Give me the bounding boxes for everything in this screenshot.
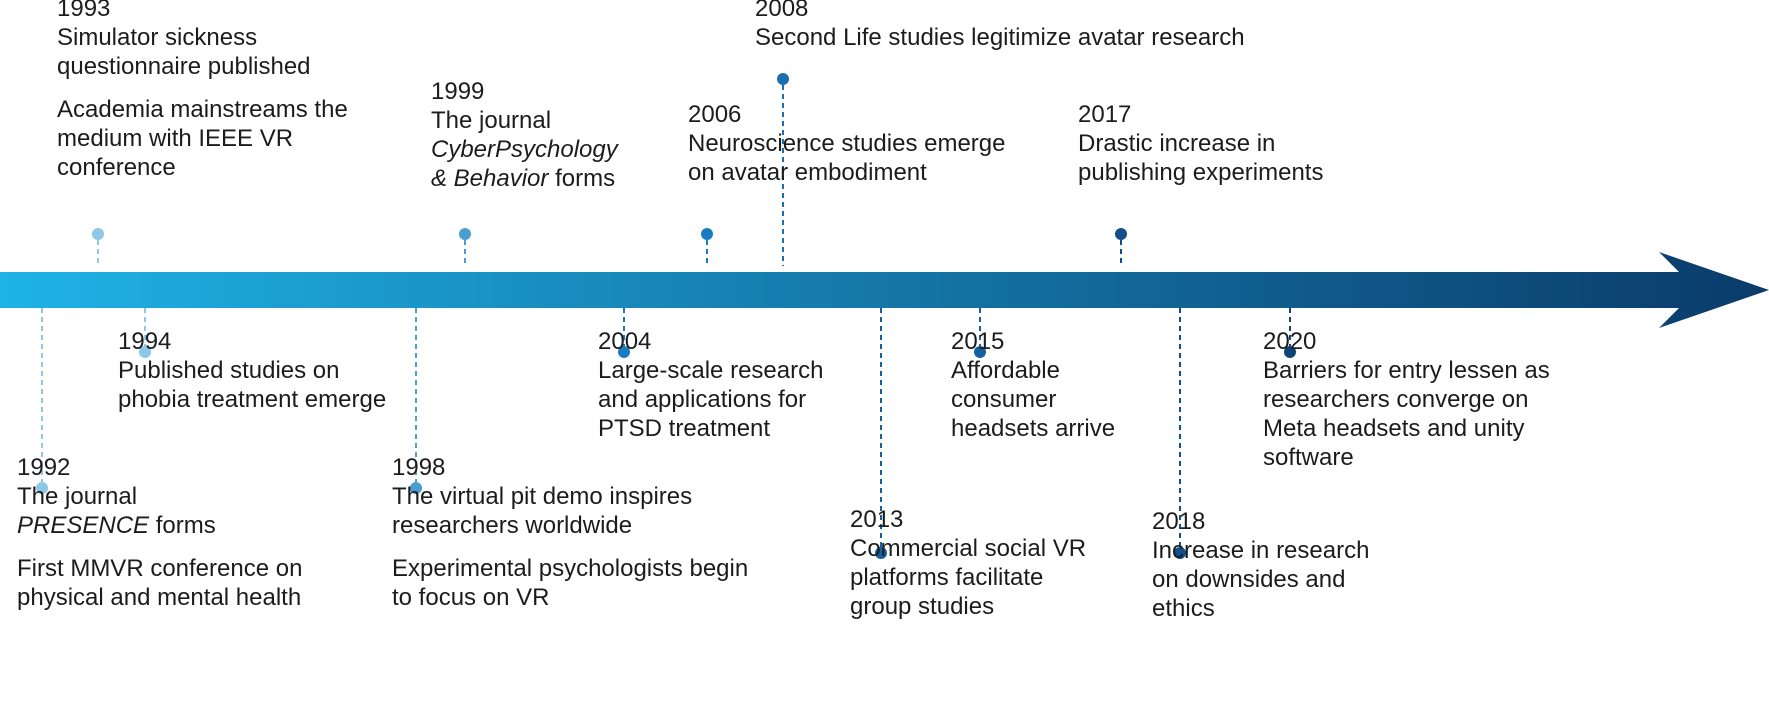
event-year: 2006 [688, 101, 742, 128]
event-text-line: publishing experiments [1078, 159, 1324, 186]
event-dot-2020 [1284, 346, 1296, 358]
event-text-line: group studies [850, 593, 995, 620]
event-text-line: software [1263, 444, 1354, 471]
event-year: 2015 [951, 328, 1005, 355]
event-1999: 1999 The journal CyberPsychology & Behav… [431, 77, 618, 193]
event-text-line: physical and mental health [17, 584, 302, 611]
event-text-line: platforms facilitate [850, 564, 1044, 591]
event-2018: 2018 Increase in research on downsides a… [1152, 507, 1369, 623]
event-text-line: and applications for [598, 386, 807, 413]
timeline-arrow [0, 252, 1769, 328]
event-text-line: on avatar embodiment [688, 159, 927, 186]
event-year: 1993 [57, 0, 111, 22]
event-year: 1999 [431, 78, 485, 105]
event-dot-2013 [875, 547, 887, 559]
event-1998: 1998 The virtual pit demo inspires resea… [392, 453, 748, 612]
event-dot-2015 [974, 346, 986, 358]
event-year: 2017 [1078, 101, 1132, 128]
event-text-line: CyberPsychology [431, 135, 618, 164]
event-text-line: The journal [17, 483, 138, 510]
event-text-line: PTSD treatment [598, 415, 771, 442]
connector-group [36, 73, 1296, 559]
event-text-line: on downsides and [1152, 566, 1346, 593]
event-text-line: Drastic increase in [1078, 130, 1276, 157]
event-text-line: Increase in research [1152, 537, 1370, 564]
event-text-line: Academia mainstreams the [57, 96, 348, 123]
event-text-line: Barriers for entry lessen as [1263, 357, 1550, 384]
event-text-line: medium with IEEE VR [57, 125, 294, 152]
event-dot-1999 [459, 228, 471, 240]
event-text-line: Simulator sickness [57, 24, 258, 51]
event-year: 1998 [392, 454, 446, 481]
event-text-line: The virtual pit demo inspires [392, 483, 693, 510]
event-dot-1993 [92, 228, 104, 240]
event-year: 2008 [755, 0, 809, 22]
event-dot-2008 [777, 73, 789, 85]
event-text-line: researchers worldwide [392, 512, 633, 539]
event-2008: 2008 Second Life studies legitimize avat… [755, 0, 1245, 52]
event-text-line: phobia treatment emerge [118, 386, 387, 413]
event-year: 2020 [1263, 328, 1317, 355]
event-dot-1994 [139, 346, 151, 358]
event-2006: 2006 Neuroscience studies emerge on avat… [688, 100, 1006, 187]
event-text-line: Second Life studies legitimize avatar re… [755, 24, 1245, 51]
event-1992: 1992 The journal PRESENCE forms First MM… [17, 453, 302, 612]
event-dot-2018 [1174, 547, 1186, 559]
event-year: 2018 [1152, 508, 1206, 535]
event-text-line: Large-scale research [598, 357, 824, 384]
event-text-line: conference [57, 154, 176, 181]
event-text-line: ethics [1152, 595, 1215, 622]
journal-name: CyberPsychology [431, 136, 618, 163]
event-2017: 2017 Drastic increase in publishing expe… [1078, 100, 1323, 187]
event-2015: 2015 Affordable consumer headsets arrive [951, 327, 1115, 443]
event-dot-1998 [410, 482, 422, 494]
event-text-line: headsets arrive [951, 415, 1116, 442]
event-text-line: Experimental psychologists begin [392, 555, 749, 582]
event-text-line: The journal [431, 107, 552, 134]
event-text-line: Commercial social VR [850, 535, 1087, 562]
event-text-line: Meta headsets and unity [1263, 415, 1525, 442]
event-text-line: researchers converge on [1263, 386, 1529, 413]
event-text-line: questionnaire published [57, 53, 311, 80]
event-dot-2017 [1115, 228, 1127, 240]
event-year: 1992 [17, 454, 71, 481]
event-year: 2013 [850, 506, 904, 533]
event-2004: 2004 Large-scale research and applicatio… [598, 327, 823, 443]
event-text-line: Neuroscience studies emerge [688, 130, 1006, 157]
event-2013: 2013 Commercial social VR platforms faci… [850, 505, 1086, 621]
event-2020: 2020 Barriers for entry lessen as resear… [1263, 327, 1550, 472]
event-dot-1992 [36, 482, 48, 494]
event-dot-2006 [701, 228, 713, 240]
event-text-line: & Behavior forms [431, 165, 616, 192]
event-text-line-italic: PRESENCE forms [17, 512, 216, 539]
event-1994: 1994 Published studies on phobia treatme… [118, 327, 386, 414]
event-dot-2004 [618, 346, 630, 358]
event-text-line: to focus on VR [392, 584, 550, 611]
event-text-line: First MMVR conference on [17, 555, 303, 582]
event-year: 2004 [598, 328, 652, 355]
event-year: 1994 [118, 328, 172, 355]
event-text-line: consumer [951, 386, 1057, 413]
event-text-line: Published studies on [118, 357, 340, 384]
event-text-line: Affordable [951, 357, 1060, 384]
event-1993: 1993 Simulator sickness questionnaire pu… [57, 0, 348, 182]
journal-name: PRESENCE [17, 512, 150, 539]
